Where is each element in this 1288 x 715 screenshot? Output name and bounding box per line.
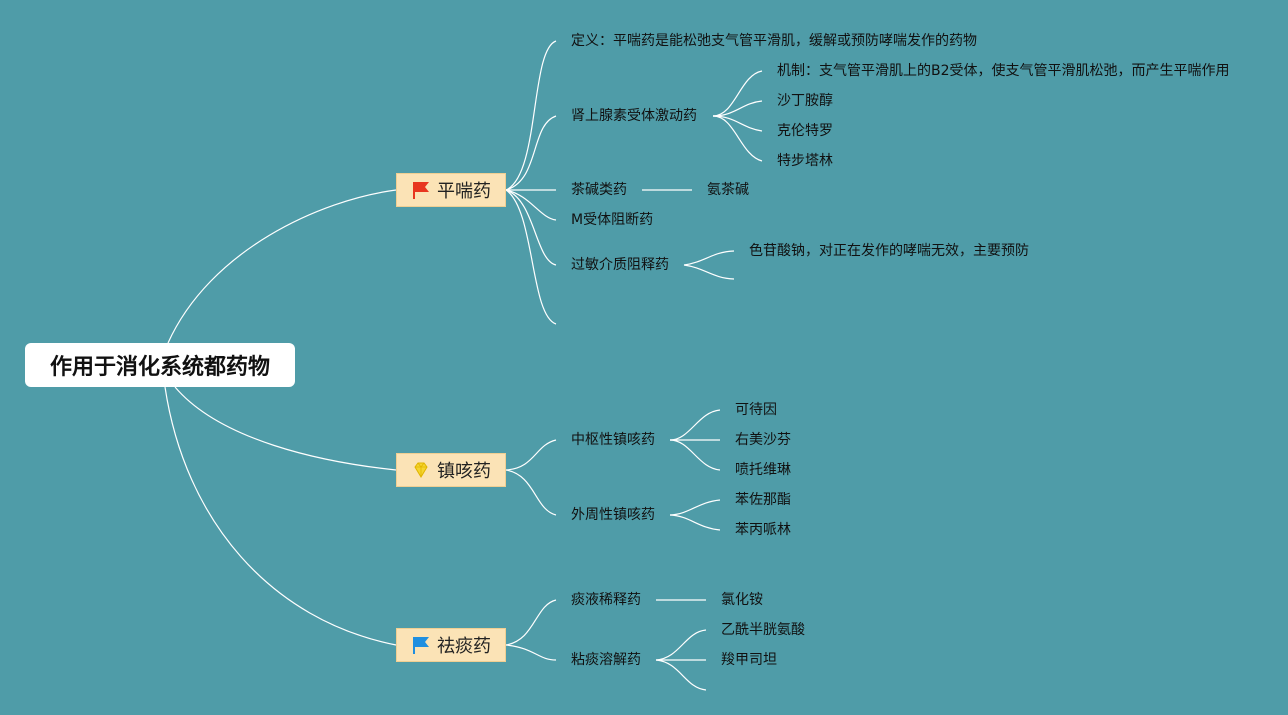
peripheral-item[interactable]: 苯丙哌林 <box>735 522 791 538</box>
subtopic-m-blocker[interactable]: M受体阻断药 <box>571 212 654 228</box>
subtopic-peripheral[interactable]: 外周性镇咳药 <box>571 507 655 523</box>
subtopic-diluent[interactable]: 痰液稀释药 <box>571 592 641 608</box>
root-title: 作用于消化系统都药物 <box>49 355 270 380</box>
connector-allergy-1 <box>683 264 735 280</box>
connector-asthma-empty <box>505 189 557 325</box>
topic-asthma-label: 平喘药 <box>437 181 491 202</box>
connector-central-0 <box>669 409 721 441</box>
subtopic-central[interactable]: 中枢性镇咳药 <box>571 432 655 448</box>
adrenergic-item[interactable]: 沙丁胺醇 <box>777 93 833 109</box>
connector-adrenergic-3 <box>712 115 763 162</box>
connector-asthma-allergy <box>505 189 557 266</box>
subtopic-adrenergic[interactable]: 肾上腺素受体激动药 <box>571 108 697 124</box>
topic-asthma[interactable]: 平喘药 <box>396 173 506 207</box>
connector-root-phlegm <box>164 386 397 646</box>
adrenergic-item[interactable]: 特步塔林 <box>777 153 833 169</box>
topic-phlegm-label: 祛痰药 <box>437 636 491 657</box>
connector-root-asthma <box>167 189 397 344</box>
central-item[interactable]: 喷托维琳 <box>735 462 791 478</box>
connector-asthma-adrenergic <box>505 115 557 191</box>
connector-asthma-mblocker <box>505 189 557 221</box>
connector-cough-peripheral <box>505 469 557 516</box>
topic-cough[interactable]: 镇咳药 <box>396 453 506 487</box>
mucolytic-item[interactable]: 羧甲司坦 <box>721 652 777 668</box>
connector-phlegm-mucolytic <box>505 644 557 661</box>
connector-central-2 <box>669 439 721 471</box>
subtopic-allergy[interactable]: 过敏介质阻释药 <box>571 257 669 273</box>
connector-phlegm-diluent <box>505 599 557 646</box>
root-topic[interactable]: 作用于消化系统都药物 <box>25 343 295 387</box>
connector-root-cough <box>174 386 397 471</box>
red-flag-icon <box>413 182 429 199</box>
connector-adrenergic-1 <box>712 100 763 117</box>
central-item[interactable]: 右美沙芬 <box>735 432 791 448</box>
topic-cough-label: 镇咳药 <box>437 461 491 482</box>
yellow-diamond-icon <box>414 462 428 478</box>
connector-asthma-definition <box>505 40 557 191</box>
topic-phlegm[interactable]: 祛痰药 <box>396 628 506 662</box>
allergy-item[interactable]: 色苷酸钠，对正在发作的哮喘无效，主要预防 <box>749 243 1029 259</box>
connector-mucolytic-2 <box>655 659 707 691</box>
subtopic-mucolytic[interactable]: 粘痰溶解药 <box>571 652 641 668</box>
connector-peripheral-0 <box>669 499 721 516</box>
diluent-item[interactable]: 氯化铵 <box>721 592 763 608</box>
connector-cough-central <box>505 439 557 471</box>
mucolytic-item[interactable]: 乙酰半胱氨酸 <box>721 622 805 638</box>
connector-adrenergic-0 <box>712 70 763 117</box>
blue-flag-icon <box>413 637 429 654</box>
connector-mucolytic-0 <box>655 629 707 661</box>
connector-allergy-0 <box>683 250 735 266</box>
central-item[interactable]: 可待因 <box>735 402 777 418</box>
adrenergic-item[interactable]: 克伦特罗 <box>777 123 833 139</box>
adrenergic-mechanism[interactable]: 机制：支气管平滑肌上的B2受体，使支气管平滑肌松弛，而产生平喘作用 <box>777 63 1230 79</box>
theophylline-item[interactable]: 氨茶碱 <box>707 182 749 198</box>
subtopic-theophylline[interactable]: 茶碱类药 <box>571 182 627 198</box>
asthma-definition[interactable]: 定义：平喘药是能松弛支气管平滑肌，缓解或预防哮喘发作的药物 <box>571 33 977 49</box>
peripheral-item[interactable]: 苯佐那酯 <box>735 492 791 508</box>
connector-peripheral-1 <box>669 514 721 531</box>
